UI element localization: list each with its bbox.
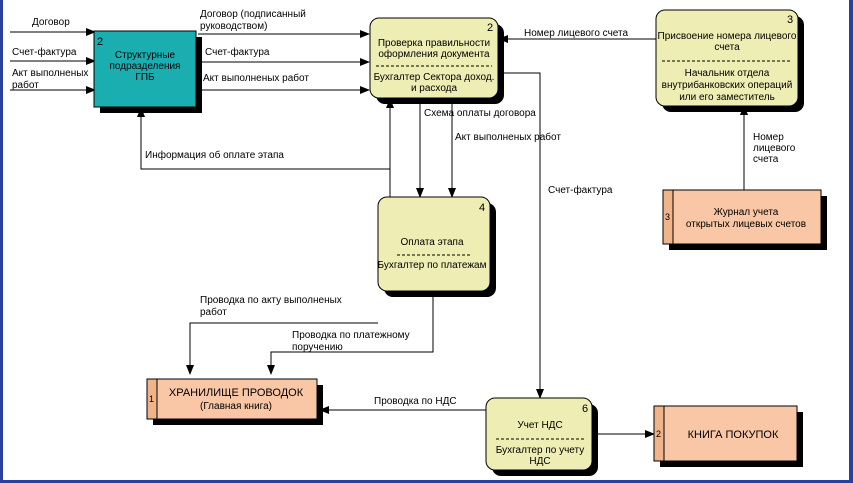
process-6-title-1: Учет НДС bbox=[517, 420, 562, 431]
label-in-akt-1: Акт выполненых bbox=[12, 68, 88, 79]
process-3-performer-1: Начальник отдела bbox=[685, 68, 770, 79]
label-in-akt-2: работ bbox=[12, 79, 39, 91]
process-3-number: 3 bbox=[787, 14, 793, 26]
process-3-account-number: 3 Присвоение номера лицевого счета Начал… bbox=[655, 9, 804, 112]
flow-schet-faktura-nds bbox=[499, 72, 544, 399]
process-6-performer-2: НДС bbox=[529, 456, 550, 467]
store-1-title-1: ХРАНИЛИЩЕ ПРОВОДОК bbox=[169, 387, 304, 399]
store-3-accounts-journal: 3 Журнал учета открытых лицевых счетов bbox=[662, 189, 827, 250]
process-6-performer-1: Бухгалтер по учету bbox=[496, 445, 584, 456]
flow-provodka-platezh bbox=[267, 292, 434, 375]
process-2-title-1: Проверка правильности bbox=[378, 38, 490, 49]
process-2-title-2: оформления документа bbox=[378, 48, 490, 60]
label-akt-rabot-2: Акт выполненых работ bbox=[455, 131, 561, 143]
label-schet-faktura: Счет-фактура bbox=[205, 46, 270, 58]
external-entity-title-3: ГПБ bbox=[135, 72, 155, 83]
process-3-title-2: счета bbox=[714, 42, 740, 53]
label-in-schet-faktura: Счет-фактура bbox=[12, 46, 77, 58]
label-nomer-schet-journal-3: счета bbox=[753, 154, 779, 165]
label-skhema-oplaty: Схема оплаты договора bbox=[424, 108, 536, 119]
process-6-vat-accounting: 6 Учет НДС Бухгалтер по учету НДС bbox=[485, 397, 598, 476]
frame-right-border bbox=[849, 0, 853, 483]
label-nomer-schet: Номер лицевого счета bbox=[524, 28, 628, 39]
process-2-performer-2: и расхода bbox=[411, 83, 458, 94]
store-2-title-1: КНИГА ПОКУПОК bbox=[688, 429, 779, 441]
label-provodka-platezh-2: поручению bbox=[292, 342, 343, 353]
process-3-performer-3: или его заместитель bbox=[679, 92, 775, 103]
store-2-number: 2 bbox=[656, 429, 661, 439]
label-provodka-akt-1: Проводка по акту выполненых bbox=[200, 295, 342, 306]
store-1-ledger: 1 ХРАНИЛИЩЕ ПРОВОДОК (Главная книга) bbox=[146, 378, 323, 425]
process-2-performer-1: Бухгалтер Сектора доход. bbox=[374, 72, 495, 83]
process-3-title-1: Присвоение номера лицевого bbox=[658, 31, 797, 42]
process-2-number: 2 bbox=[487, 22, 493, 34]
store-3-title-1: Журнал учета bbox=[714, 207, 779, 218]
label-info-oplata: Информация об оплате этапа bbox=[145, 149, 284, 161]
label-provodka-platezh-1: Проводка по платежному bbox=[292, 330, 410, 341]
process-4-title-1: Оплата этапа bbox=[400, 237, 464, 248]
process-4-stage-payment: 4 Оплата этапа Бухгалтер по платежам bbox=[377, 196, 496, 297]
store-3-number: 3 bbox=[665, 212, 670, 222]
external-entity-number: 2 bbox=[97, 36, 103, 48]
label-nomer-schet-journal-1: Номер bbox=[753, 132, 784, 143]
process-2-document-check: 2 Проверка правильности оформления докум… bbox=[369, 17, 504, 104]
flow-info-oplata bbox=[137, 107, 390, 170]
label-schet-faktura-nds: Счет-фактура bbox=[548, 184, 613, 196]
store-1-title-2: (Главная книга) bbox=[200, 401, 272, 412]
frame-left-border bbox=[0, 0, 3, 483]
label-dogovor-podpisanny-1: Договор (подписанный bbox=[200, 9, 306, 20]
flow-provodka-akt bbox=[186, 322, 378, 375]
label-provodka-akt-2: работ bbox=[200, 306, 227, 318]
label-in-dogovor: Договор bbox=[32, 17, 70, 28]
store-2-purchase-book: 2 КНИГА ПОКУПОК bbox=[653, 405, 803, 467]
external-entity-title-2: подразделения bbox=[110, 61, 181, 72]
process-6-number: 6 bbox=[582, 403, 588, 415]
external-entity-title-1: Структурные bbox=[115, 50, 176, 61]
store-3-title-2: открытых лицевых счетов bbox=[686, 219, 806, 230]
label-dogovor-podpisanny-2: руководством) bbox=[200, 21, 267, 32]
frame-bottom-border bbox=[0, 480, 853, 483]
label-akt-rabot: Акт выполненых работ bbox=[203, 72, 309, 84]
process-4-number: 4 bbox=[479, 202, 485, 214]
external-entity-gpb: 2 Структурные подразделения ГПБ bbox=[93, 30, 202, 113]
label-nomer-schet-journal-2: лицевого bbox=[753, 143, 796, 154]
process-4-performer-1: Бухгалтер по платежам bbox=[378, 260, 487, 271]
store-1-number: 1 bbox=[149, 394, 154, 404]
process-3-performer-2: внутрибанковских операций bbox=[662, 79, 793, 91]
label-provodka-nds: Проводка по НДС bbox=[374, 396, 457, 407]
